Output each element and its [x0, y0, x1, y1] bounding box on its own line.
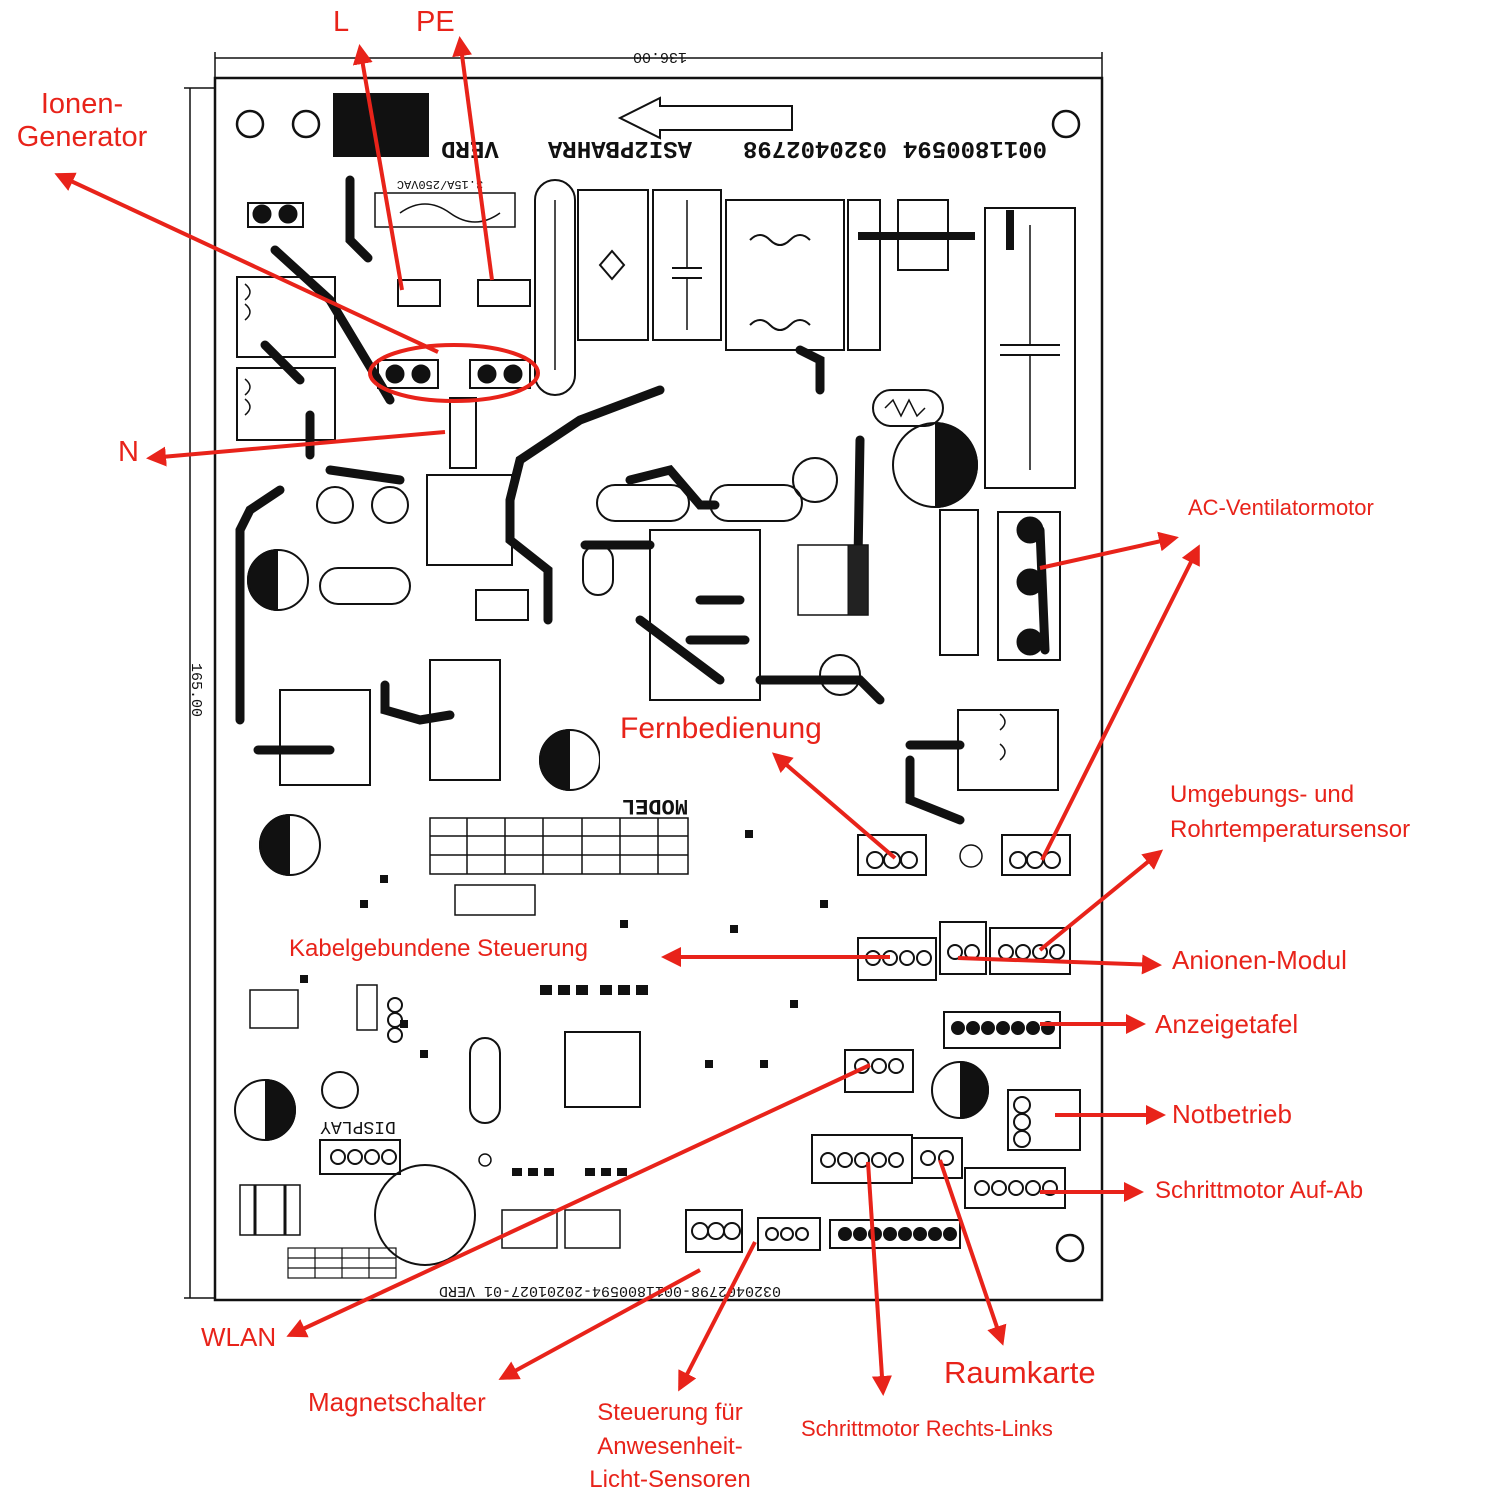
model-table-title: MODEL: [622, 793, 688, 818]
ion-generator-pins: [247, 202, 531, 389]
board-silkscreen-text: 136.00 165.00 0011800594 0320402798 ASI2…: [187, 48, 1047, 1299]
arrow-remote-control: [771, 752, 897, 860]
arrow-wlan: [286, 1063, 871, 1338]
label-emergency-mode: Notbetrieb: [1172, 1099, 1292, 1129]
electrolytic-caps: [234, 422, 989, 1266]
display-label: DISPLAY: [320, 1116, 396, 1136]
model-table: [429, 817, 689, 875]
board-code: 0320402798: [743, 134, 887, 161]
label-stepper-up-down: Schrittmotor Auf-Ab: [1155, 1177, 1364, 1204]
label-n: N: [118, 436, 139, 468]
smd-parts: [300, 830, 828, 1176]
label-wlan: WLAN: [201, 1322, 277, 1352]
label-room-card: Raumkarte: [944, 1355, 1096, 1390]
annotation-arrows: [54, 36, 1200, 1396]
label-anion-module: Anionen-Modul: [1172, 945, 1347, 975]
arrow-room-card: [938, 1159, 1007, 1346]
arrow-ion-generator: [54, 172, 439, 354]
dim-height-text: 165.00: [187, 663, 204, 717]
arrow-l: [352, 44, 404, 291]
arrow-ac-fan-motor-b: [1040, 544, 1200, 861]
arrow-stepper-left-right: [866, 1161, 892, 1396]
connectors: [319, 834, 1081, 1253]
label-display-panel: Anzeigetafel: [1155, 1009, 1299, 1039]
board-outline: [213, 76, 1104, 1302]
fuse-rating: 3.15A/250VAC: [397, 177, 483, 191]
thick-traces: [235, 175, 1050, 825]
label-stepper-left-right: Schrittmotor Rechts-Links: [801, 1416, 1053, 1441]
label-magnetic-switch: Magnetschalter: [308, 1387, 486, 1417]
arrow-magnetic-switch: [498, 1268, 701, 1380]
arrow-ambient-pipe-sensor: [1038, 849, 1164, 952]
label-ion-generator: Ionen- Generator: [16, 88, 148, 154]
dim-width-text: 136.00: [633, 48, 687, 65]
arrow-presence-light-sensor: [678, 1241, 757, 1392]
arrow-pe: [452, 36, 494, 281]
label-pe: PE: [416, 6, 455, 38]
footer-code: 0320402798-0011800594-20201027-01 VERD: [439, 1282, 781, 1299]
arrow-anion-module: [957, 954, 1162, 975]
board-brand: VERD: [441, 134, 499, 161]
annotation-markings: [368, 343, 540, 403]
option-table: [287, 1247, 397, 1279]
pcb-board: [184, 52, 1104, 1302]
board-part-no: 0011800594: [903, 134, 1047, 161]
arrow-n: [146, 430, 446, 467]
label-ambient-pipe-sensor: Umgebungs- und Rohrtemperatursensor: [1170, 781, 1411, 843]
ion-generator-highlight: [368, 343, 540, 403]
label-l: L: [333, 6, 350, 38]
label-wired-control: Kabelgebundene Steuerung: [289, 935, 588, 962]
arrow-ac-fan-motor-a: [1039, 531, 1179, 570]
board-model: ASI2PBAHRA: [547, 134, 692, 161]
label-presence-light-sensor: Steuerung für Anwesenheit- Licht-Sensore…: [589, 1399, 751, 1494]
label-ac-fan-motor: AC-Ventilatormotor: [1188, 495, 1374, 520]
label-remote-control: Fernbedienung: [620, 712, 822, 745]
mounting-holes: [235, 109, 1085, 1263]
